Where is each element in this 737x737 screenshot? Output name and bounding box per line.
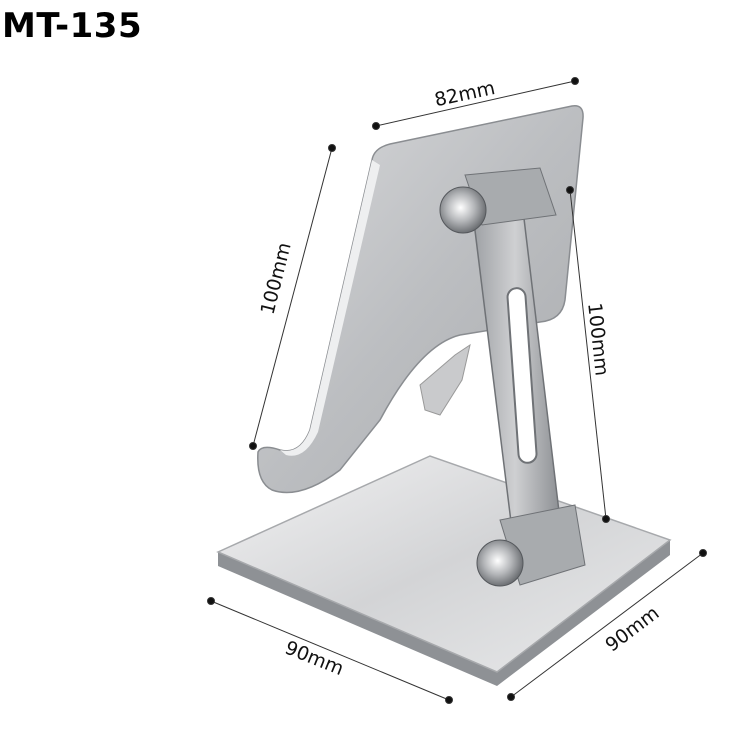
arm-slot — [506, 287, 538, 464]
model-title: MT-135 — [2, 6, 143, 46]
bottom-hinge-knob — [476, 539, 524, 587]
rear-support — [419, 343, 471, 416]
dimension-lines — [207, 77, 707, 704]
dimension-arm-height: 100mm — [583, 302, 613, 377]
top-hinge-knob — [439, 186, 487, 234]
dimension-base-depth: 90mm — [282, 637, 347, 680]
dimension-base-width: 90mm — [601, 602, 663, 656]
